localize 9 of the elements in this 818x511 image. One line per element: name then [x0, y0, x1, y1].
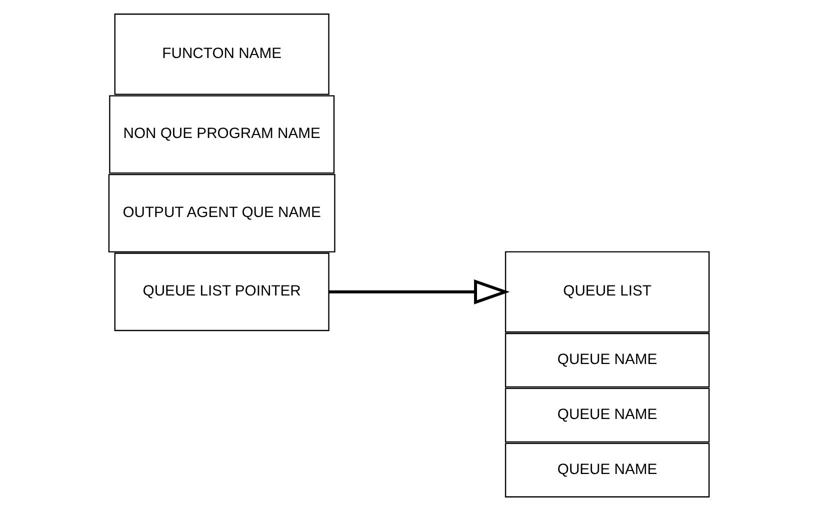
node-box: OUTPUT AGENT QUE NAME	[108, 174, 336, 252]
node-box: FUNCTON NAME	[114, 14, 330, 95]
arrow	[328, 279, 510, 304]
node-box: QUEUE NAME	[504, 442, 710, 498]
node-box: QUEUE NAME	[504, 332, 710, 388]
node-box: QUEUE NAME	[504, 388, 710, 443]
node-box: NON QUE PROGRAM NAME	[109, 95, 335, 174]
node-box: QUEUE LIST POINTER	[114, 252, 330, 332]
node-box: QUEUE LIST	[504, 251, 710, 333]
